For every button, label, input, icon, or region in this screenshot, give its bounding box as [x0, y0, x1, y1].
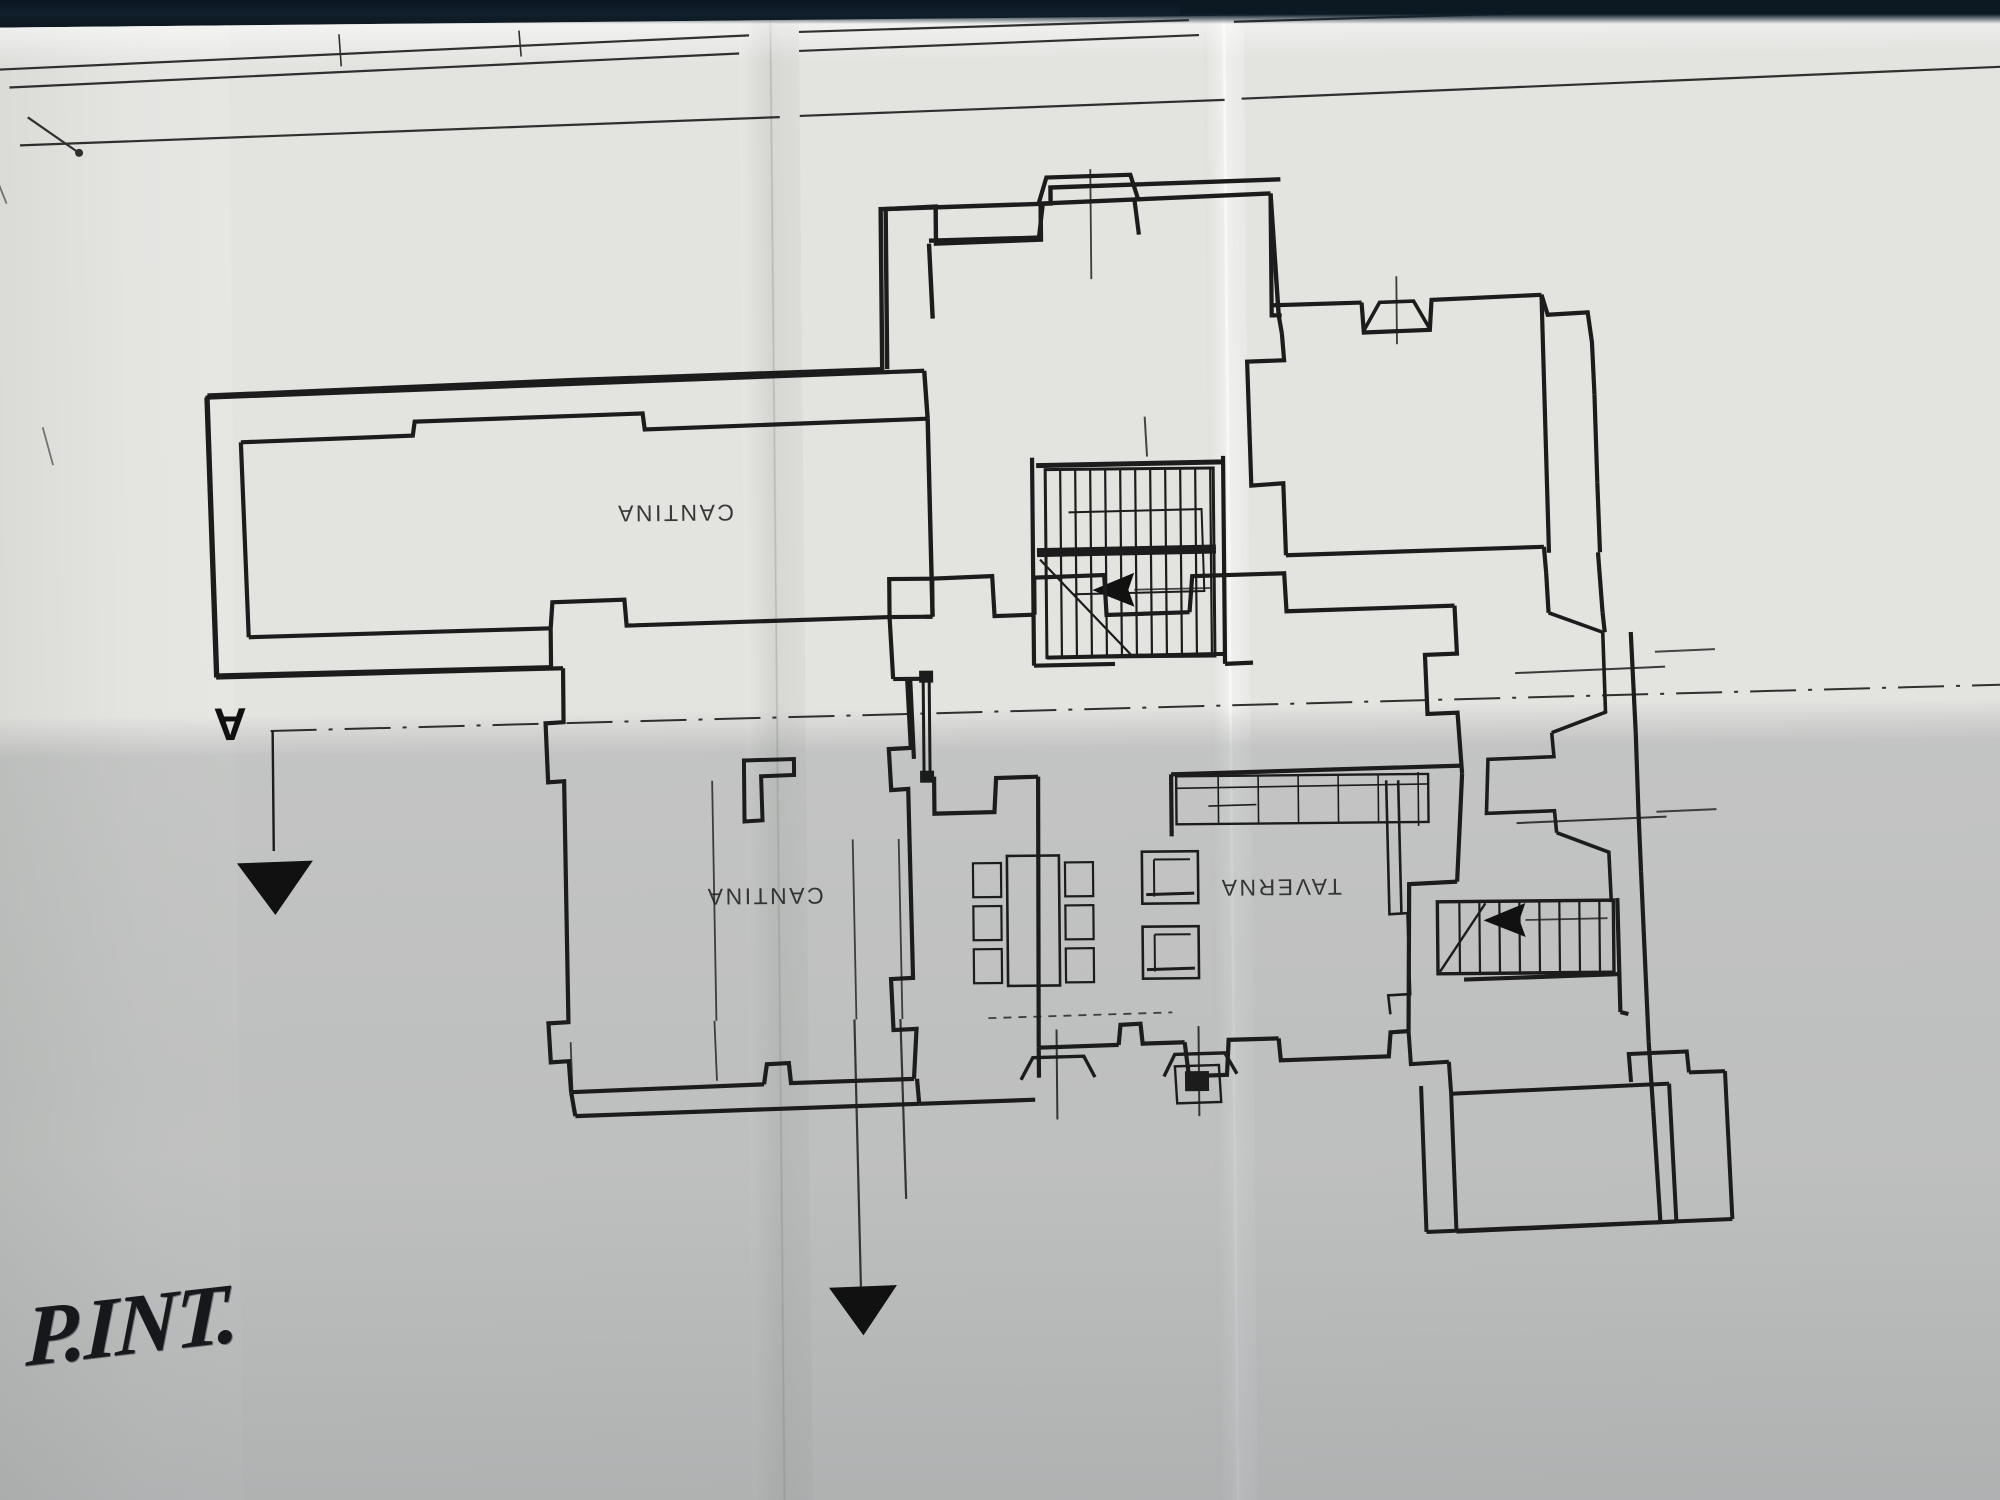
window-centerline-upper-right: [1395, 276, 1398, 345]
outer-wall-right-upper: [1539, 294, 1552, 553]
chimney-outline: [1173, 1063, 1223, 1105]
window-bay-top-center: [1036, 172, 1141, 238]
paper-edge-marks: [0, 167, 54, 466]
section-arrow-A-left: [236, 860, 313, 915]
room-label-cantina-lower: CANTINA: [705, 882, 824, 910]
misc-ticks: [1143, 416, 1717, 813]
room-label-taverna: TAVERNA: [1219, 873, 1343, 901]
dining-table: [1005, 854, 1062, 988]
main-stair: [1036, 459, 1225, 660]
room-upper-right: [1244, 193, 1603, 573]
secondary-stair: [1435, 898, 1616, 976]
stair-hall-walls: [1029, 455, 1254, 668]
window-centerlines-right: [1515, 665, 1667, 825]
cantina-upper-walls: [204, 368, 928, 680]
room-bottom-right: [1406, 1030, 1735, 1234]
room-label-cantina-upper: CANTINA: [615, 499, 735, 527]
main-stair-direction-line: [1134, 587, 1211, 591]
dining-chairs: [971, 861, 1096, 985]
section-leader-lines: [569, 780, 904, 1113]
secondary-stair-direction-arrow: [1483, 902, 1526, 937]
bottom-wall-taverna: [919, 1047, 1042, 1106]
taverna-threshold-dashes: [988, 1011, 1173, 1020]
central-pilaster: [889, 614, 933, 759]
counter-back-wall: [1168, 763, 1463, 837]
chimney-flue: [1184, 1071, 1210, 1092]
section-line-A: [270, 683, 2000, 733]
secondary-stair-walls: [1406, 773, 1629, 1032]
interior-pier-cantina-lower: [741, 756, 797, 824]
section-line-A-left-leg: [271, 730, 275, 852]
window-centerline-top-center: [1089, 169, 1093, 280]
corridor-walls: [930, 573, 1039, 816]
central-upper-block: [883, 191, 1281, 617]
room-cantina-lower: [543, 616, 922, 1119]
main-stair-treads: [1044, 467, 1214, 658]
top-dimension-lines: [0, 11, 2000, 157]
central-door-jamb-upper: [893, 614, 933, 682]
section-marker-letter-a: A: [213, 698, 248, 751]
bottom-window-centerlines: [1055, 1026, 1201, 1120]
wall-cap-upper: [919, 670, 934, 683]
window-splay-right-upper: [1484, 611, 1614, 903]
secondary-stair-direction-line: [1525, 917, 1608, 921]
section-line-bottom: [853, 1018, 908, 1292]
paper-sheet: CANTINA CANTINA TAVERNA A P.INT.: [0, 8, 2000, 1500]
main-stair-direction-arrow: [1092, 572, 1135, 607]
armchair-lower: [1141, 924, 1201, 980]
room-taverna: [1032, 571, 1465, 1079]
armchair-upper: [1140, 849, 1200, 905]
section-arrow-bottom: [828, 1285, 897, 1336]
wall-cap-lower: [920, 770, 935, 783]
wall-stub-center-left: [887, 576, 933, 618]
kitchen-counter: [1174, 772, 1430, 827]
backdrop-top-right: [1180, 0, 2000, 14]
wall-between-cantina-and-taverna: [921, 678, 932, 777]
plan-drawing: CANTINA CANTINA TAVERNA A P.INT.: [0, 8, 2000, 1500]
plan-svg: [0, 11, 2000, 1336]
